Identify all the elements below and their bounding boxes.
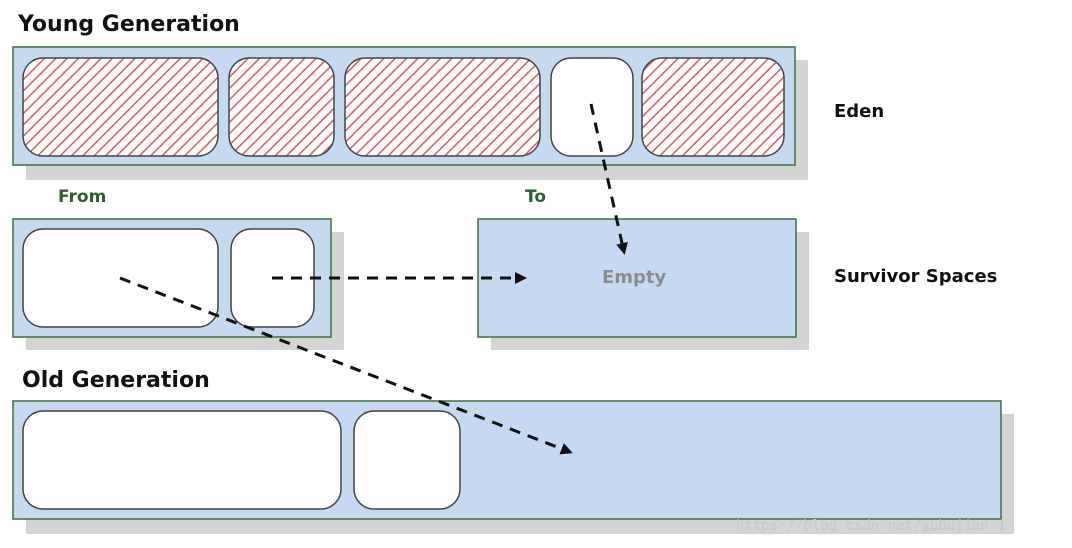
old-generation-title: Old Generation <box>22 368 210 393</box>
old-live-object-2 <box>353 410 461 510</box>
eden-garbage-object <box>344 57 541 157</box>
to-space-label: To <box>525 187 547 207</box>
eden-label: Eden <box>834 101 885 122</box>
eden-garbage-object <box>641 57 785 157</box>
to-space <box>477 218 797 338</box>
young-generation-title: Young Generation <box>18 12 240 37</box>
from-to-old-generation-arrow <box>119 276 573 455</box>
eden-garbage-object <box>22 57 219 157</box>
survivor-spaces-label: Survivor Spaces <box>834 266 998 287</box>
from-space-label: From <box>58 187 107 207</box>
to-space-empty-label: Empty <box>602 267 667 288</box>
watermark: https://blog.csdn.net/yubujian_1 <box>736 518 1006 534</box>
eden-to-survivor-arrow <box>589 103 628 255</box>
old-live-object-1 <box>22 410 342 510</box>
eden-garbage-object <box>228 57 335 157</box>
